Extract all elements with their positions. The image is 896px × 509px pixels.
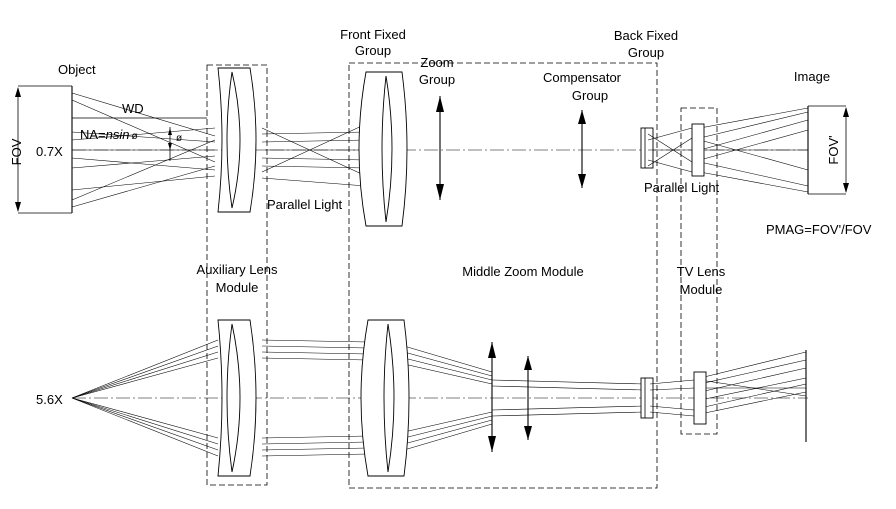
compensator-group-label-2: Group xyxy=(572,88,608,103)
rays-parallel-top-left xyxy=(261,123,367,187)
na-italic: nsin xyxy=(106,127,130,142)
rays-front-to-zoom-bottom xyxy=(403,345,493,451)
zoom-group-label-2: Group xyxy=(419,72,455,87)
back-fixed-lens-top xyxy=(640,127,654,169)
aux-lens-top xyxy=(217,67,257,213)
tv-lens-bottom xyxy=(693,371,707,425)
tv-module-label-1: TV Lens xyxy=(677,264,726,279)
rays-zoom-to-back-bottom xyxy=(491,379,645,417)
rays-tv-to-image-bottom xyxy=(649,351,807,417)
na-angle-marker xyxy=(168,127,172,161)
auxiliary-lens-module-box xyxy=(206,64,268,486)
zoom-group-element-top xyxy=(436,96,444,200)
rays-object-to-aux-top xyxy=(71,92,216,208)
object-plane xyxy=(18,85,73,214)
image-label: Image xyxy=(794,69,830,84)
wd-label: WD xyxy=(122,101,144,116)
front-fixed-group-label-1: Front Fixed xyxy=(340,27,406,42)
na-phi: ø xyxy=(132,131,138,142)
zoom-group-element-bottom xyxy=(488,342,496,452)
back-fixed-lens-bottom xyxy=(640,377,654,419)
back-fixed-group-label-1: Back Fixed xyxy=(614,28,678,43)
compensator-group-element-bottom xyxy=(524,356,532,440)
front-fixed-group-label-2: Group xyxy=(355,43,391,58)
rays-aux-to-front-bottom xyxy=(261,339,369,457)
na-prefix: NA= xyxy=(80,127,106,142)
middle-zoom-module-box xyxy=(348,62,658,489)
zoom-group-label-1: Zoom xyxy=(420,55,453,70)
tv-module-label-2: Module xyxy=(680,282,723,297)
middle-zoom-module-label: Middle Zoom Module xyxy=(462,264,583,279)
compensator-group-label-1: Compensator xyxy=(543,70,622,85)
front-fixed-lens-top xyxy=(358,71,408,227)
rays-object-to-aux-bottom xyxy=(71,339,219,457)
fov-prime-dimension-arrow xyxy=(843,107,849,193)
fov-dimension-arrow xyxy=(15,87,21,212)
mag-bottom-label: 5.6X xyxy=(36,392,63,407)
image-plane-top xyxy=(807,105,846,195)
tv-lens-top xyxy=(691,123,705,177)
rays-tv-to-image-top xyxy=(647,107,809,193)
compensator-group-element-top xyxy=(578,110,586,188)
aux-module-label-2: Module xyxy=(216,280,259,295)
fov-label: FOV xyxy=(9,138,24,165)
tv-lens-module-box xyxy=(680,107,718,435)
object-label: Object xyxy=(58,62,96,77)
aux-module-label-1: Auxiliary Lens xyxy=(197,262,278,277)
back-fixed-group-label-2: Group xyxy=(628,45,664,60)
aux-lens-bottom xyxy=(217,319,257,477)
mag-top-label: 0.7X xyxy=(36,144,63,159)
phi-label: ø xyxy=(176,133,182,144)
parallel-light-left-label: Parallel Light xyxy=(267,197,343,212)
parallel-light-right-label: Parallel Light xyxy=(644,180,720,195)
pmag-formula-label: PMAG=FOV'/FOV xyxy=(766,222,872,237)
fov-prime-label: FOV' xyxy=(826,135,841,164)
front-fixed-lens-bottom xyxy=(360,319,410,477)
